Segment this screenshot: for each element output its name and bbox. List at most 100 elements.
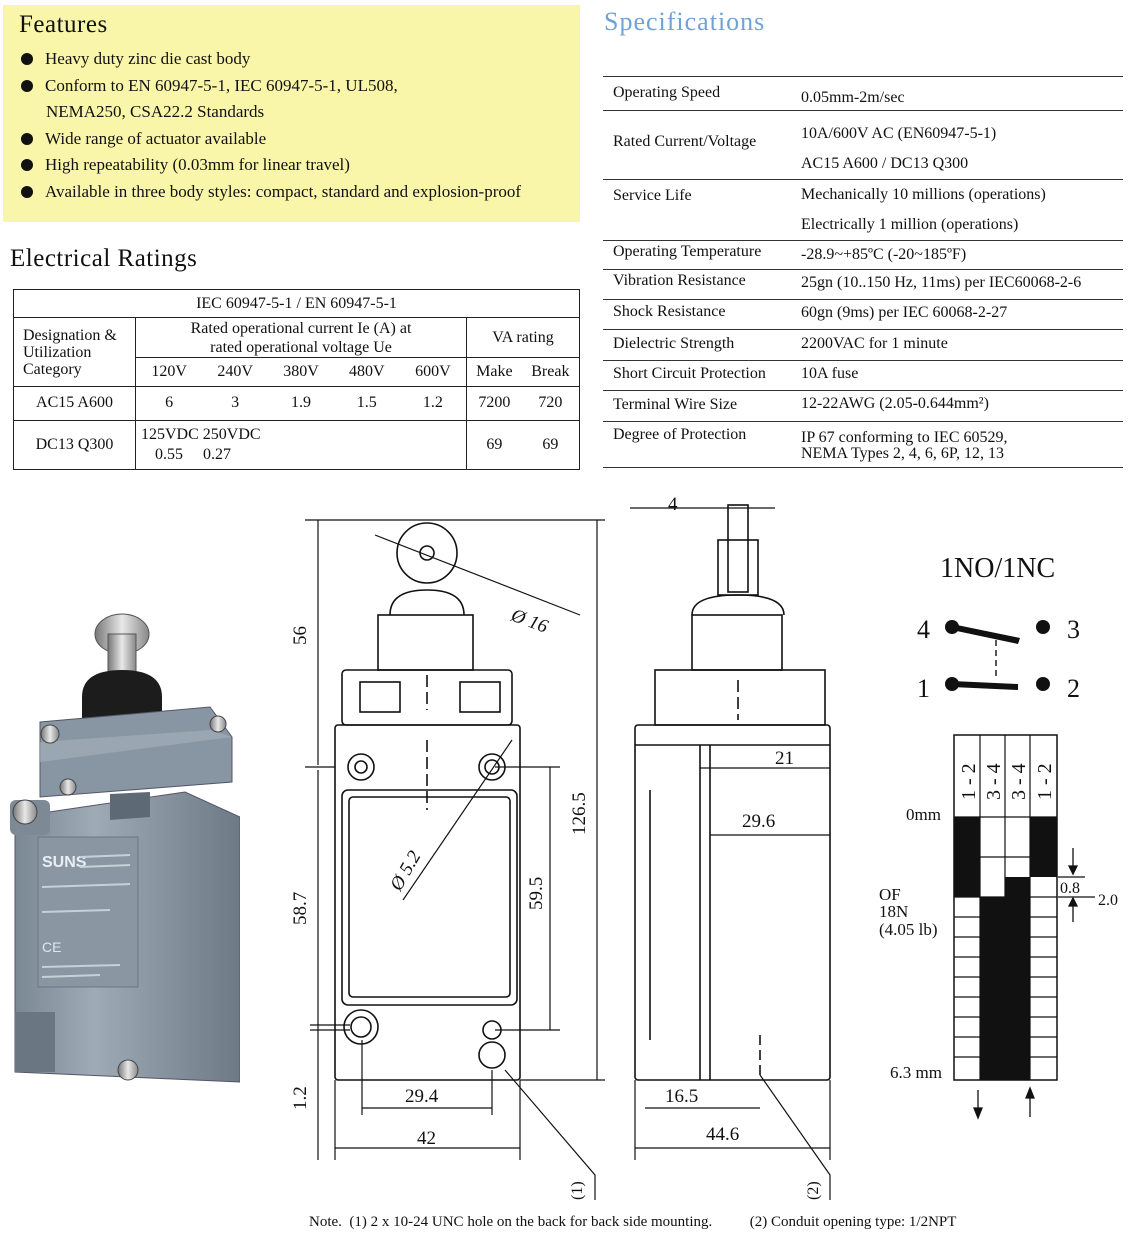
- ce-mark-text: CE: [42, 939, 61, 955]
- spec-value: 0.05mm-2m/sec: [801, 76, 1123, 111]
- value-cell: 6: [135, 385, 203, 422]
- feature-item: Heavy duty zinc die cast body: [21, 46, 521, 73]
- value-cell: 1.9: [268, 385, 334, 422]
- dim-4-label: 4: [668, 494, 678, 515]
- force-newton-label: 18N: [879, 902, 908, 921]
- spec-key: Rated Current/Voltage: [603, 110, 801, 180]
- make-header: Make: [466, 357, 522, 387]
- dim-446-label: 44.6: [706, 1124, 739, 1145]
- electrical-ratings-table: IEC 60947-5-1 / EN 60947-5-1 Designation…: [13, 288, 580, 470]
- dim-42-label: 42: [417, 1128, 436, 1149]
- feature-item: Wide range of actuator available: [21, 126, 521, 153]
- spec-key: Vibration Resistance: [603, 269, 801, 300]
- spec-value: 2200VAC for 1 minute: [801, 329, 1123, 361]
- spec-key: Short Circuit Protection: [603, 360, 801, 391]
- timing-chart: 1 - 2 3 - 4 3 - 4 1 - 2 0mm OF 18N (4.05…: [879, 734, 1118, 1120]
- current-header: Rated operational current Ie (A) at rate…: [134, 317, 468, 359]
- dc-values-cell: 125VDC 250VDC 0.55 0.27: [134, 420, 468, 470]
- callout-1-label: (1): [569, 1181, 586, 1200]
- dim-diameter-52-label: Ø 5.2: [386, 847, 426, 895]
- spec-value: IP 67 conforming to IEC 60529,NEMA Types…: [801, 421, 1123, 468]
- operating-force-of-label: OF: [879, 885, 901, 904]
- electrical-ratings-title: Electrical Ratings: [10, 245, 198, 272]
- spec-value: Mechanically 10 millions (operations)Ele…: [801, 179, 1123, 241]
- voltage-header: 120V: [135, 357, 203, 387]
- make-cell: 7200: [466, 385, 522, 422]
- front-view: [334, 522, 521, 1081]
- value-cell: 3: [202, 385, 269, 422]
- bullet-icon: [21, 159, 33, 172]
- features-list: Heavy duty zinc die cast body Conform to…: [21, 46, 521, 206]
- bullet-icon: [21, 79, 33, 92]
- side-view: [634, 504, 831, 1081]
- spec-value: 10A fuse: [801, 360, 1123, 391]
- travel-0mm-label: 0mm: [906, 805, 941, 824]
- break-header: Break: [521, 357, 580, 387]
- dim-21-label: 21: [775, 748, 794, 769]
- spec-value: -28.9~+85ºC (-20~185ºF): [801, 240, 1123, 270]
- break-cell: 720: [521, 385, 580, 422]
- travel-63mm-label: 6.3 mm: [890, 1063, 942, 1082]
- standard-header: IEC 60947-5-1 / EN 60947-5-1: [13, 288, 580, 319]
- bullet-icon: [21, 53, 33, 65]
- terminal-2-label: 2: [1067, 674, 1080, 703]
- break-cell: 69: [521, 420, 580, 470]
- spec-value: 60gn (9ms) per IEC 60068-2-27: [801, 299, 1123, 330]
- features-title: Features: [19, 11, 108, 38]
- dim-diameter-16-label: Ø 16: [507, 605, 551, 638]
- spec-key: Operating Temperature: [603, 240, 801, 270]
- chart-col-label: 1 - 2: [958, 763, 980, 800]
- category-cell: DC13 Q300: [13, 420, 136, 470]
- contact-diagram: 1NO/1NC 4 3 1 2: [917, 553, 1080, 703]
- spec-key: Degree of Protection: [603, 421, 801, 468]
- force-pound-label: (4.05 lb): [879, 920, 938, 939]
- technical-drawing: 56 Ø 16 Ø 5.2 126.5 59.5 58.7 1.2 29.4 4…: [290, 494, 1118, 1200]
- value-cell: 1.5: [333, 385, 400, 422]
- dim-20-label: 2.0: [1098, 892, 1118, 909]
- spec-key: Dielectric Strength: [603, 329, 801, 361]
- spec-value: 10A/600V AC (EN60947-5-1)AC15 A600 / DC1…: [801, 110, 1123, 180]
- bullet-icon: [21, 132, 33, 145]
- va-rating-header: VA rating: [466, 317, 580, 359]
- chart-col-label: 3 - 4: [983, 763, 1005, 800]
- dim-294-label: 29.4: [405, 1086, 439, 1107]
- dim-165-label: 16.5: [665, 1086, 698, 1107]
- callout-2-label: (2): [805, 1181, 822, 1200]
- category-cell: AC15 A600: [13, 385, 136, 422]
- terminal-1-label: 1: [917, 674, 930, 703]
- specifications-title: Specifications: [604, 7, 766, 36]
- bullet-icon: [21, 185, 33, 198]
- drawing-note: Note. (1) 2 x 10-24 UNC hole on the back…: [309, 1214, 957, 1230]
- spec-value: 25gn (10..150 Hz, 11ms) per IEC60068-2-6: [801, 269, 1123, 300]
- terminal-3-label: 3: [1067, 615, 1080, 644]
- spec-key: Shock Resistance: [603, 299, 801, 330]
- dim-587-label: 58.7: [290, 892, 311, 925]
- voltage-header: 240V: [202, 357, 269, 387]
- value-cell: 1.2: [399, 385, 468, 422]
- feature-item-continued: NEMA250, CSA22.2 Standards: [46, 102, 265, 122]
- spec-key: Operating Speed: [603, 76, 801, 111]
- dim-1265-label: 126.5: [569, 792, 590, 835]
- feature-item: High repeatability (0.03mm for linear tr…: [21, 152, 521, 179]
- voltage-header: 380V: [268, 357, 334, 387]
- make-cell: 69: [466, 420, 522, 470]
- dim-08-label: 0.8: [1060, 880, 1080, 897]
- designation-header: Designation & Utilization Category: [13, 317, 136, 387]
- spec-key: Service Life: [603, 179, 801, 241]
- dimension-lines: [305, 507, 831, 1200]
- spec-value: 12-22AWG (2.05-0.644mm²): [801, 390, 1123, 422]
- dim-595-label: 59.5: [526, 877, 547, 910]
- dim-296-label: 29.6: [742, 811, 775, 832]
- chart-col-label: 3 - 4: [1008, 763, 1030, 800]
- voltage-header: 480V: [333, 357, 400, 387]
- feature-item: Available in three body styles: compact,…: [21, 179, 521, 206]
- terminal-4-label: 4: [917, 615, 930, 644]
- spec-key: Terminal Wire Size: [603, 390, 801, 422]
- contact-type-label: 1NO/1NC: [940, 553, 1055, 584]
- dim-56-label: 56: [290, 626, 311, 645]
- limit-switch-photo: SUNS CE: [10, 613, 240, 1083]
- dim-12-label: 1.2: [290, 1086, 311, 1110]
- voltage-header: 600V: [399, 357, 468, 387]
- brand-text: SUNS: [42, 854, 87, 871]
